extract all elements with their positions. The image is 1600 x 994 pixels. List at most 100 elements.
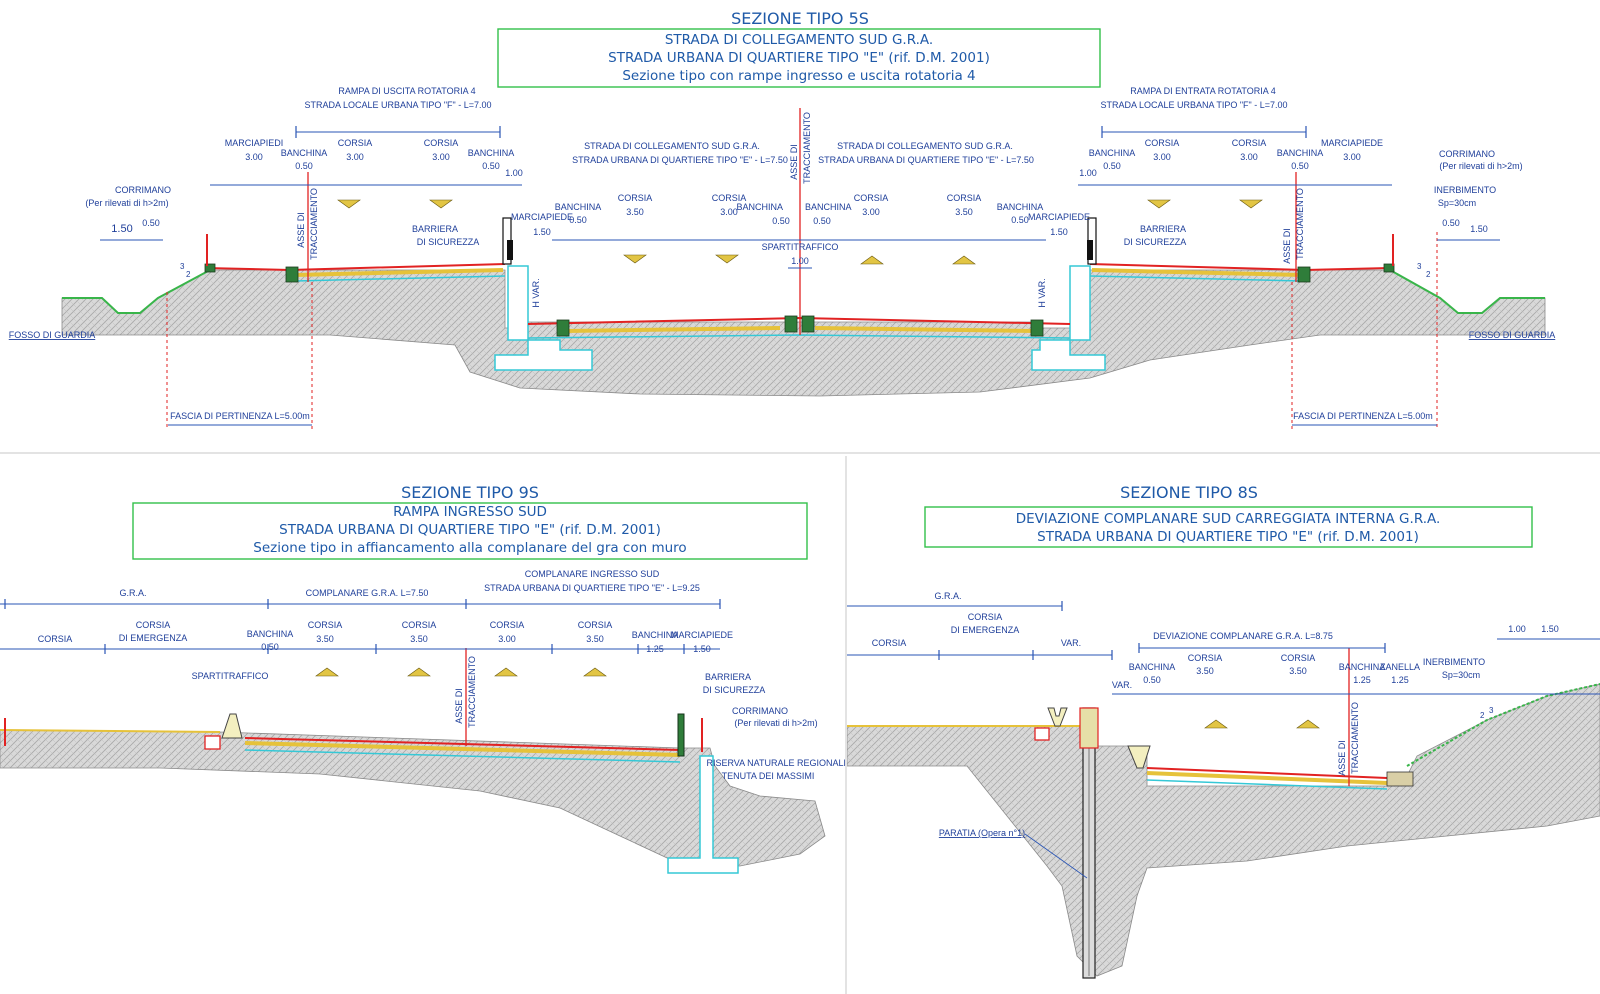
section-8s-drawing: SEZIONE TIPO 8S DEVIAZIONE COMPLANARE SU… (847, 483, 1600, 979)
barrier-right-label-1: BARRIERA (1140, 224, 1186, 234)
road-subbase-8s (1146, 779, 1388, 790)
dimension-lines-5s (100, 126, 1500, 426)
complanare-ing-label-1: COMPLANARE INGRESSO SUD (525, 569, 660, 579)
shoulder-width: 0.50 (813, 216, 831, 226)
sidewalk-right-width: 3.00 (1343, 152, 1361, 162)
shoulder-label: BANCHINA (247, 629, 294, 639)
emergency-lane-label-2: DI EMERGENZA (119, 633, 188, 643)
shoulder-width: 0.50 (482, 161, 500, 171)
water-mark (860, 255, 884, 265)
complanare-label-9s: COMPLANARE G.R.A. L=7.50 (306, 588, 429, 598)
water-mark (407, 667, 431, 677)
shoulder-label: BANCHINA (468, 148, 515, 158)
section-5s-box-line2: STRADA URBANA DI QUARTIERE TIPO "E" (rif… (608, 50, 990, 66)
right-sidewalk-curb (1383, 263, 1395, 273)
shoulder-label: BANCHINA (1129, 662, 1176, 672)
shoulder-label: BANCHINA (281, 148, 328, 158)
right-ramp-label-2: STRADA LOCALE URBANA TIPO "F" - L=7.00 (1100, 100, 1287, 110)
sidewalk-center-right-width: 1.50 (1050, 227, 1068, 237)
grass-cover-label: INERBIMENTO (1434, 185, 1496, 195)
shoulder-label: BANCHINA (1277, 148, 1324, 158)
variable-height-left: H VAR. (531, 278, 541, 307)
shoulder-width: 0.50 (1291, 161, 1309, 171)
water-mark (494, 667, 518, 677)
shoulder-label: BANCHINA (555, 202, 602, 212)
central-curb-right (1030, 319, 1044, 337)
water-mark (715, 254, 739, 264)
lane-label: CORSIA (712, 193, 747, 203)
axis-label-left-1: ASSE DI (296, 212, 306, 248)
slope-8s-2: 2 (1480, 711, 1485, 720)
water-mark (315, 667, 339, 677)
drain-9s (204, 735, 221, 750)
ditch-width-left: 1.50 (111, 223, 132, 235)
section-9s-box-line3: Sezione tipo in affiancamento alla compl… (253, 540, 686, 556)
left-retaining-wall (494, 265, 593, 371)
section-8s-title-box (924, 506, 1533, 548)
paratia-label: PARATIA (Opera n°1) (939, 828, 1025, 838)
shoulder-label: BANCHINA (1339, 662, 1386, 672)
lane-width: 3.50 (410, 634, 428, 644)
barrier-left-label-1: BARRIERA (412, 224, 458, 234)
shoulder-width: 1.25 (1353, 675, 1371, 685)
ditch-width-8s: 1.50 (1541, 624, 1559, 634)
water-mark (1296, 719, 1320, 729)
safety-barrier-8s-right (1127, 745, 1151, 769)
emergency-lane-label-2: DI EMERGENZA (951, 625, 1020, 635)
lane-label: CORSIA (578, 620, 613, 630)
dimension-lines-8s (847, 601, 1600, 695)
lane-label: CORSIA (872, 638, 907, 648)
sidewalk-center-left-width: 1.50 (533, 227, 551, 237)
road-subbase-9s (244, 749, 681, 763)
shoulder-label: BANCHINA (736, 202, 783, 212)
deviation-label-8s: DEVIAZIONE COMPLANARE G.R.A. L=8.75 (1153, 631, 1333, 641)
handrail-right-label: CORRIMANO (1439, 149, 1495, 159)
section-8s-title: SEZIONE TIPO 8S (1120, 483, 1258, 502)
handrail-label-9s: CORRIMANO (732, 706, 788, 716)
left-ramp-base (294, 268, 504, 277)
axis-label-9s-2: TRACCIAMENTO (467, 656, 477, 728)
left-ramp-subbase (294, 275, 506, 282)
lane-width: 3.50 (1289, 666, 1307, 676)
section-5s-drawing: SEZIONE TIPO 5S STRADA DI COLLEGAMENTO S… (9, 9, 1555, 430)
water-mark (952, 255, 976, 265)
left-ramp-label-2: STRADA LOCALE URBANA TIPO "F" - L=7.00 (304, 100, 491, 110)
water-mark (583, 667, 607, 677)
median-label: SPARTITRAFFICO (762, 242, 839, 252)
section-8s-box-line1: DEVIAZIONE COMPLANARE SUD CARREGGIATA IN… (1016, 511, 1441, 527)
grass-cover-8s (1406, 683, 1600, 767)
shoulder-label: BANCHINA (997, 202, 1044, 212)
gutter-width: 1.25 (1391, 675, 1409, 685)
lane-width: 3.00 (346, 152, 364, 162)
offset-width: 1.00 (1079, 168, 1097, 178)
grass-cover-thickness: Sp=30cm (1438, 198, 1476, 208)
sidewalk-left-width: 3.00 (245, 152, 263, 162)
right-ramp-base (1091, 268, 1303, 277)
complanare-ing-label-2: STRADA URBANA DI QUARTIERE TIPO "E" - L=… (484, 583, 700, 593)
gutter-label: ZANELLA (1380, 662, 1420, 672)
right-ramp-label-1: RAMPA DI ENTRATA ROTATORIA 4 (1130, 86, 1276, 96)
water-mark (1239, 199, 1263, 209)
lane-width: 3.50 (1196, 666, 1214, 676)
axis-label-right-1: ASSE DI (1282, 228, 1292, 264)
lane-label: CORSIA (38, 634, 73, 644)
center-right-label-1: STRADA DI COLLEGAMENTO SUD G.R.A. (837, 141, 1013, 151)
shoulder-width: 0.50 (261, 642, 279, 652)
handrail-left-note: (Per rilevati di h>2m) (85, 198, 168, 208)
road-surface-8s (1146, 767, 1388, 779)
grass-cover-thickness-8s: Sp=30cm (1442, 670, 1480, 680)
retaining-wall-9s (667, 755, 739, 874)
sidewalk-right-label: MARCIAPIEDE (1321, 138, 1383, 148)
lane-label: CORSIA (490, 620, 525, 630)
emergency-lane-label-1: CORSIA (968, 612, 1003, 622)
lane-label: CORSIA (308, 620, 343, 630)
lane-label: CORSIA (1188, 653, 1223, 663)
variable-width-label: VAR. (1061, 638, 1081, 648)
handrail-left-label: CORRIMANO (115, 185, 171, 195)
center-left-label-1: STRADA DI COLLEGAMENTO SUD G.R.A. (584, 141, 760, 151)
lane-width: 3.00 (720, 207, 738, 217)
fascia-right-label: FASCIA DI PERTINENZA L=5.00m (1293, 411, 1433, 421)
water-mark (623, 254, 647, 264)
axis-label-9s-1: ASSE DI (454, 688, 464, 724)
lane-label: CORSIA (1232, 138, 1267, 148)
